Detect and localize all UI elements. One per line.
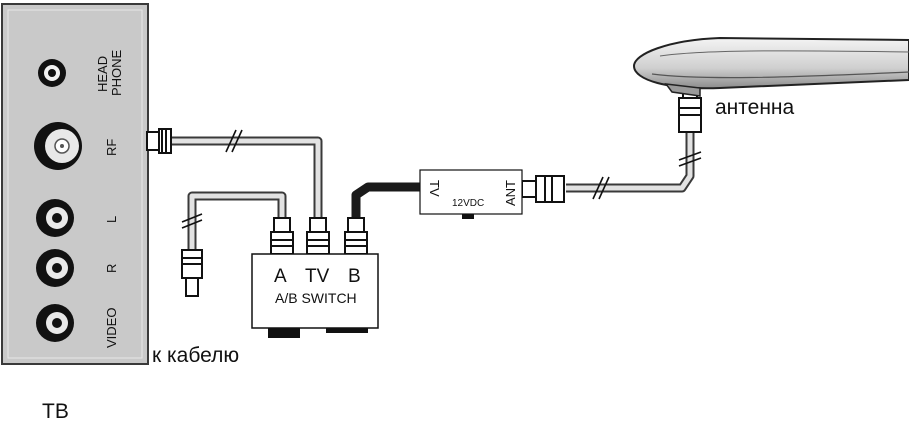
- video-jack-icon: [36, 304, 74, 342]
- headphone-label-line2: PHONE: [109, 49, 124, 96]
- rf-to-switch-cable: [170, 136, 323, 218]
- cable-label: к кабелю: [152, 344, 239, 367]
- l-jack-icon: [36, 199, 74, 237]
- switch-port-b-connector-icon: [344, 217, 368, 255]
- ab-switch-box: A TV B A/B SWITCH: [251, 253, 379, 338]
- switch-port-tv-connector-icon: [306, 217, 330, 255]
- injector-to-antenna-cable: [566, 132, 695, 193]
- switch-to-injector-cable: [351, 182, 432, 218]
- cable-break-marks: [181, 129, 702, 229]
- injector-ant-connector-icon: [521, 175, 565, 203]
- r-label: R: [104, 264, 119, 273]
- injector-ant-label: ANT: [503, 180, 518, 206]
- switch-title: A/B SWITCH: [275, 290, 357, 306]
- antenna-label: антенна: [715, 96, 795, 119]
- rf-plug-connector-icon: [146, 128, 172, 154]
- cable-feed-to-switch-cable: [187, 191, 287, 252]
- cable-feed-plug-icon: [181, 249, 203, 297]
- tv-panel: HEAD PHONE RF L R VIDEO: [1, 3, 149, 365]
- switch-port-a-connector-icon: [270, 217, 294, 255]
- antenna-icon: [632, 36, 909, 97]
- switch-port-a-label: A: [274, 266, 287, 287]
- video-label: VIDEO: [104, 308, 119, 348]
- injector-tv-label: TV: [427, 180, 442, 197]
- switch-port-tv-label: TV: [305, 266, 330, 287]
- rf-label: RF: [104, 139, 119, 156]
- headphone-jack-icon: [38, 59, 66, 87]
- power-injector-box: TV ANT 12VDC: [419, 169, 523, 219]
- rf-jack-icon: [34, 122, 82, 170]
- injector-power-label: 12VDC: [452, 198, 484, 209]
- r-jack-icon: [36, 249, 74, 287]
- tv-label: ТВ: [42, 400, 69, 423]
- switch-port-b-label: B: [348, 266, 361, 287]
- l-label: L: [104, 216, 119, 223]
- headphone-label-line1: HEAD: [95, 56, 110, 92]
